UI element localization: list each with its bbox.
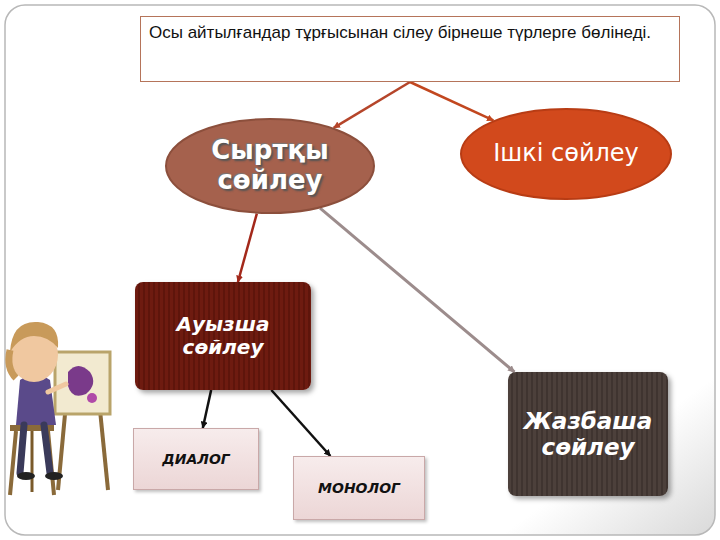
painting	[87, 393, 97, 403]
ellipse-shape	[166, 119, 374, 213]
category-ellipse: Сыртқы сөйлеу	[165, 118, 375, 214]
node-label: Осы айтылғандар тұрғысынан сілеу бірнеше…	[149, 23, 651, 43]
stool-leg	[31, 431, 34, 492]
type-box: Ауызша сөйлеу	[135, 282, 311, 390]
type-box: Жазбаша сөйлеу	[508, 372, 668, 496]
connector-arrow	[320, 208, 514, 372]
painter-leg	[20, 425, 50, 473]
connector-arrow	[410, 82, 493, 120]
painter-illustration	[9, 322, 110, 495]
painting	[68, 366, 93, 396]
node-label: Ауызша сөйлеу	[141, 313, 305, 359]
node-label: Жазбаша сөйлеу	[514, 408, 662, 461]
painter-shoe	[45, 472, 63, 480]
ellipse-shape	[461, 109, 671, 199]
subtype-box: ДИАЛОГ	[133, 428, 259, 490]
slide-frame	[5, 5, 715, 535]
heading-box: Осы айтылғандар тұрғысынан сілеу бірнеше…	[140, 16, 680, 82]
category-ellipse: Ішкі сөйлеу	[460, 108, 672, 200]
node-label: Ішкі сөйлеу	[493, 140, 639, 168]
painter-body	[16, 375, 56, 425]
painter-hair	[9, 350, 16, 378]
node-label: МОНОЛОГ	[318, 480, 400, 496]
connector-arrow	[334, 82, 410, 128]
subtype-box: МОНОЛОГ	[293, 456, 425, 520]
connector-arrow	[238, 214, 257, 282]
painter-arm	[48, 384, 66, 392]
node-label: ДИАЛОГ	[162, 451, 229, 467]
connector-arrow	[271, 390, 330, 456]
node-label: Сыртқы сөйлеу	[165, 136, 375, 196]
painter-shoe	[17, 472, 35, 480]
connector-arrow	[203, 390, 211, 428]
stool-leg	[10, 431, 16, 495]
painter-hair	[10, 322, 58, 352]
